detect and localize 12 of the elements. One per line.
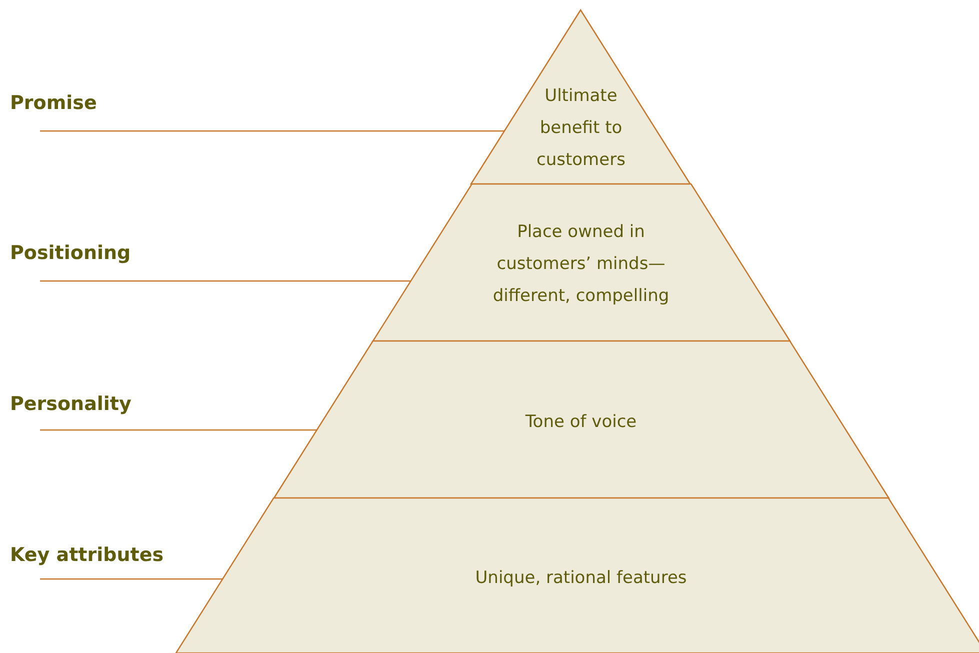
leader-line bbox=[40, 578, 223, 580]
level-label: Personality bbox=[10, 393, 132, 430]
level-label: Key attributes bbox=[10, 544, 164, 579]
leader-line bbox=[40, 280, 410, 282]
tier-text: Ultimate benefit to customers bbox=[536, 85, 626, 172]
leader-line bbox=[40, 429, 316, 431]
tier-text: Unique, rational features bbox=[474, 567, 688, 590]
tier-text: Tone of voice bbox=[524, 411, 638, 434]
level-label: Positioning bbox=[10, 242, 131, 281]
tier-text: Place owned in customers’ minds—different, compelling bbox=[492, 221, 670, 308]
leader-line bbox=[40, 130, 505, 132]
level-label: Promise bbox=[10, 92, 97, 131]
